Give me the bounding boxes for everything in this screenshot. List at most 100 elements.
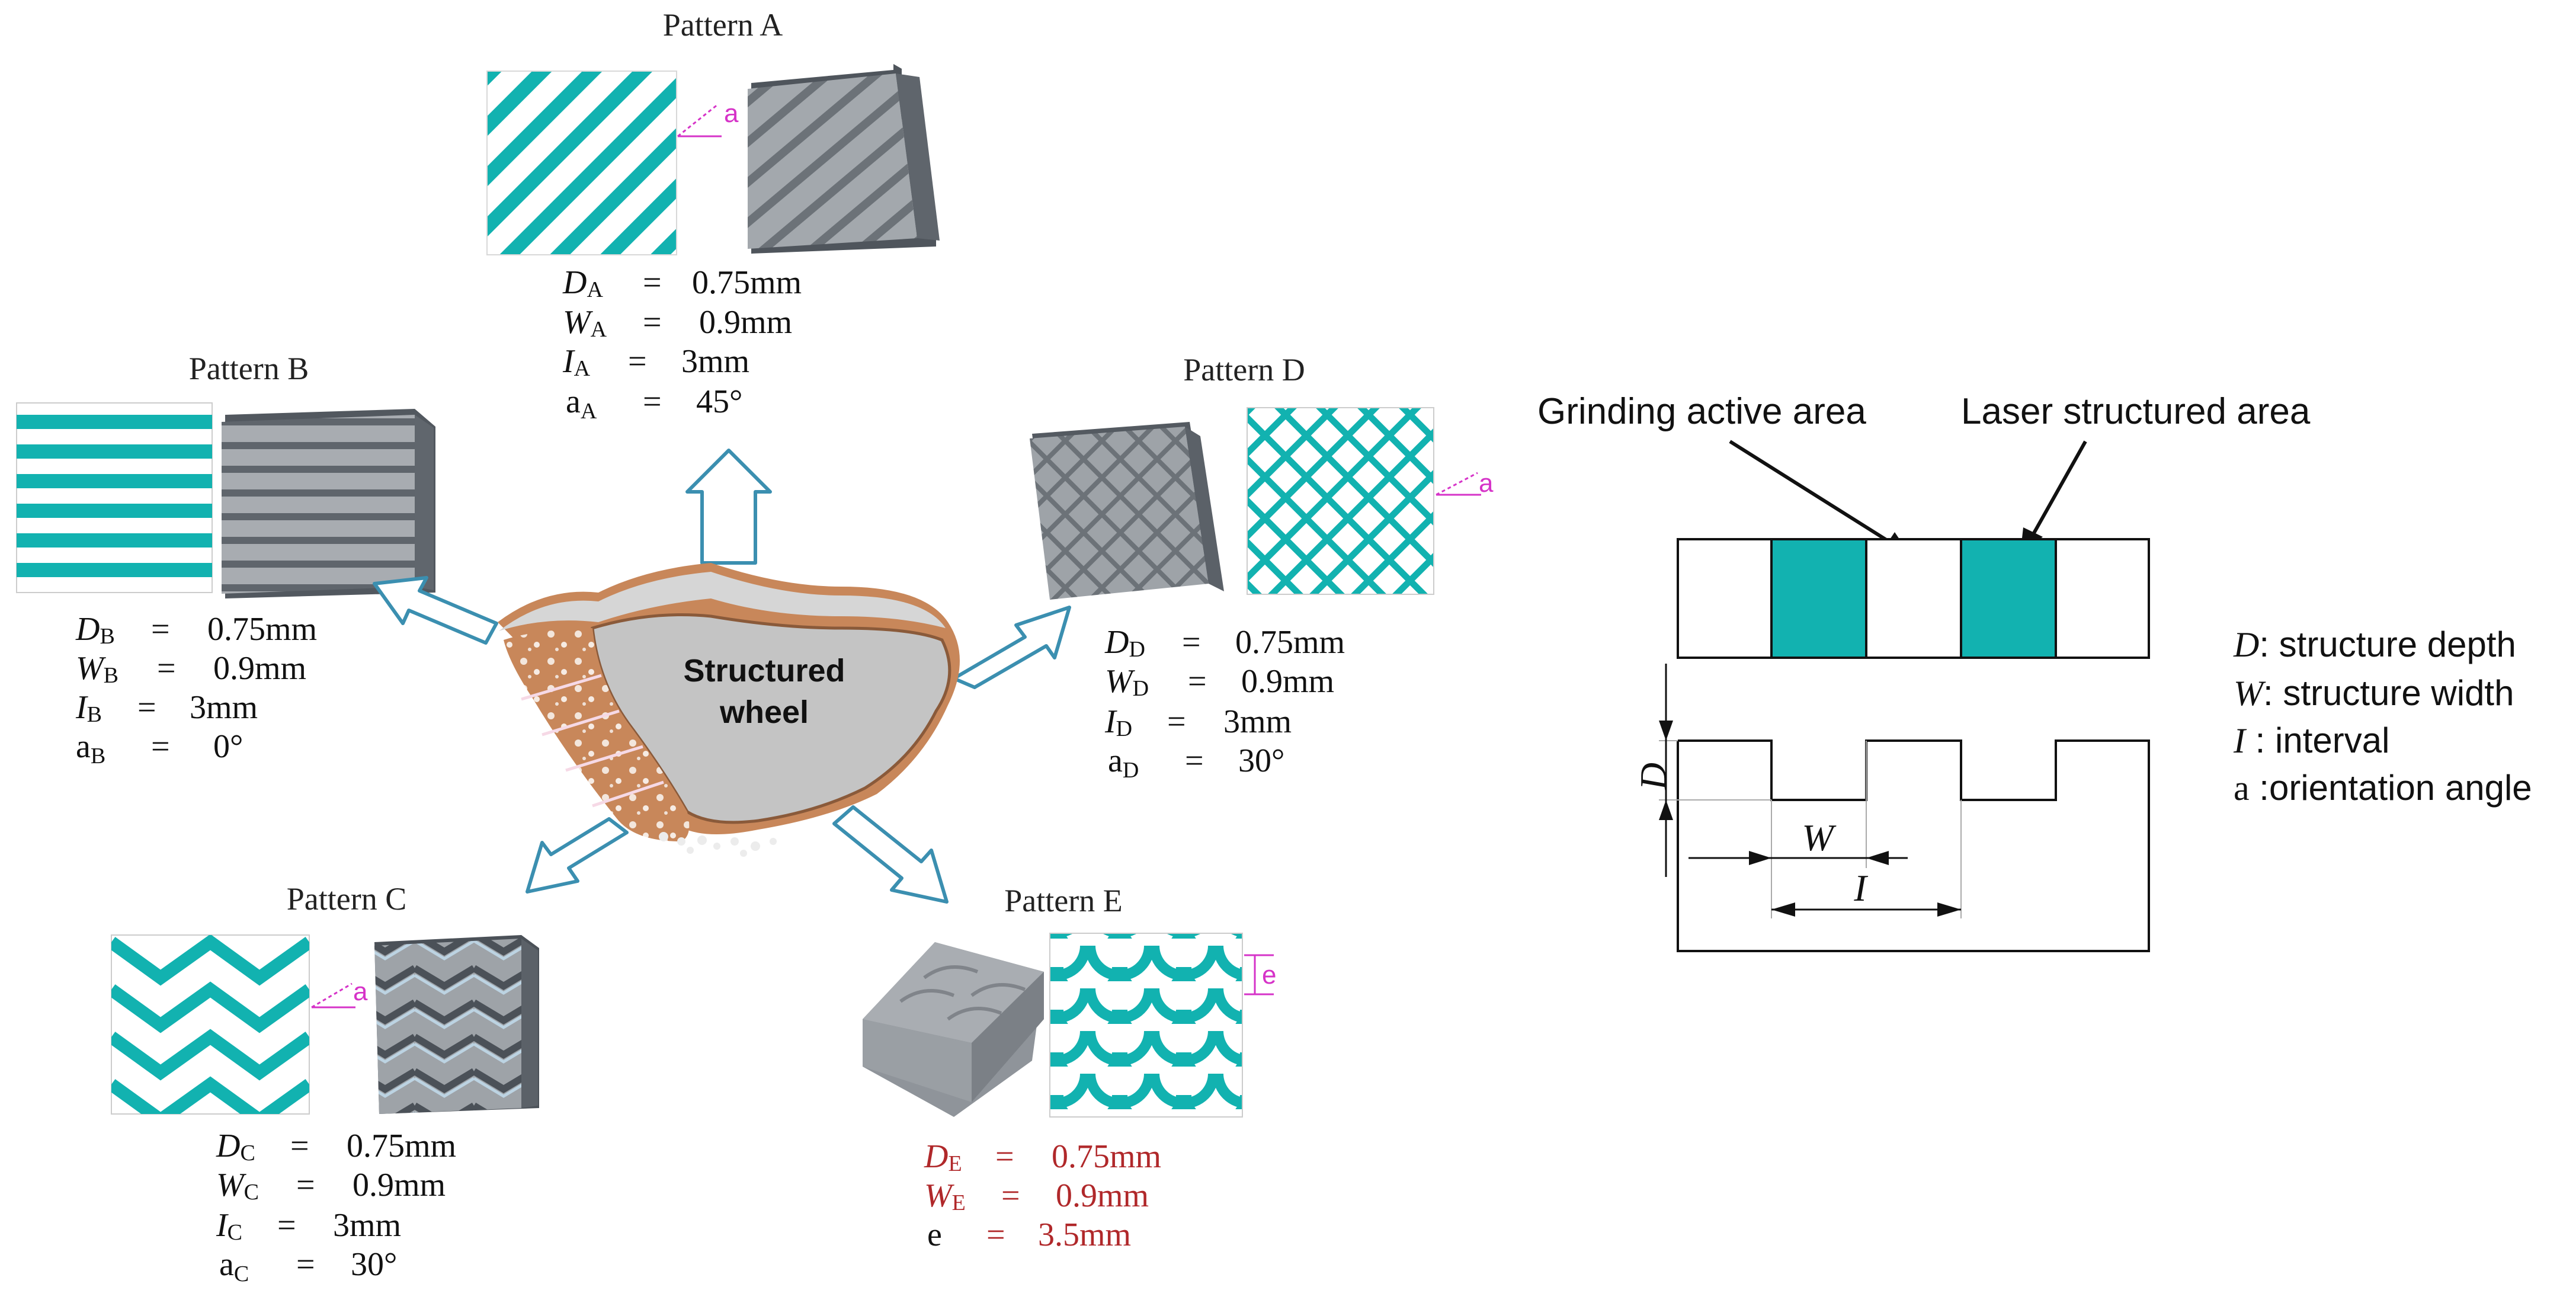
svg-text:=: = — [137, 689, 156, 726]
svg-text:0.9mm: 0.9mm — [353, 1167, 446, 1203]
pattern-b-3d-block — [222, 409, 435, 598]
svg-text:=: = — [986, 1216, 1005, 1253]
legend-item: W: structure width — [2234, 673, 2514, 713]
svg-text:=: = — [151, 728, 170, 765]
arrow-to-pattern-e — [832, 805, 949, 904]
dimension-i: I — [1771, 800, 1962, 918]
svg-text:IA: IA — [562, 343, 591, 381]
svg-text:=: = — [628, 343, 647, 380]
pattern-c-params: DC = 0.75mm WC = 0.9mm IC = 3mm aC = 30° — [216, 1128, 456, 1286]
param-row: WA = 0.9mm — [563, 304, 792, 342]
param-row: WB = 0.9mm — [76, 650, 306, 688]
svg-text:=: = — [1001, 1177, 1020, 1214]
svg-text:ID: ID — [1104, 703, 1132, 741]
pattern-e-title: Pattern E — [1004, 883, 1122, 918]
param-row: IA = 3mm — [562, 343, 749, 381]
dimension-i-label: I — [1853, 867, 1868, 909]
pattern-c-3d-block — [374, 935, 539, 1114]
dimension-d: D — [1632, 664, 1674, 877]
svg-text:aC: aC — [219, 1246, 249, 1286]
svg-text:WE: WE — [924, 1177, 966, 1215]
svg-text:45°: 45° — [696, 383, 742, 420]
param-row: aA = 45° — [566, 383, 742, 424]
param-row: IC = 3mm — [216, 1207, 401, 1245]
svg-text:30°: 30° — [351, 1246, 397, 1283]
param-row: DC = 0.75mm — [216, 1128, 456, 1166]
param-row: WE = 0.9mm — [924, 1177, 1149, 1215]
svg-text:0.75mm: 0.75mm — [347, 1128, 456, 1164]
dimension-w-label: W — [1802, 817, 1837, 859]
arrow-to-pattern-b — [373, 576, 498, 645]
svg-text:0.75mm: 0.75mm — [207, 611, 317, 648]
param-row: aB = 0° — [76, 728, 243, 769]
svg-text:aB: aB — [76, 728, 105, 769]
dimension-d-label: D — [1632, 763, 1674, 790]
pattern-d-angle-label: a — [1479, 469, 1494, 498]
svg-text:0.75mm: 0.75mm — [692, 264, 802, 301]
callout-grinding-active-area: Grinding active area — [1537, 391, 1866, 432]
pattern-e-spacing-label: e — [1262, 961, 1276, 990]
svg-text:aA: aA — [566, 383, 597, 424]
svg-text:WC: WC — [216, 1167, 259, 1205]
pattern-a-angle-label: a — [724, 99, 739, 128]
svg-text:DC: DC — [216, 1128, 255, 1166]
pattern-c-angle-marker: a — [311, 977, 368, 1009]
pattern-d: Pattern D a DD = 0.75mm WD = 0.9mm — [1030, 352, 1494, 783]
dimension-w: W — [1689, 741, 1908, 868]
param-row: aC = 30° — [219, 1246, 397, 1286]
param-row: IB = 3mm — [75, 689, 258, 727]
pattern-e-spacing-marker: e — [1244, 954, 1276, 995]
svg-text:30°: 30° — [1238, 742, 1284, 779]
svg-text:=: = — [1185, 742, 1204, 779]
svg-text:3mm: 3mm — [681, 343, 749, 380]
pattern-b-title: Pattern B — [189, 351, 309, 386]
param-row: aD = 30° — [1108, 742, 1284, 783]
svg-text:DE: DE — [924, 1138, 962, 1176]
svg-text:3mm: 3mm — [190, 689, 258, 726]
svg-text:3.5mm: 3.5mm — [1038, 1216, 1131, 1253]
svg-text:aD: aD — [1108, 742, 1139, 783]
wheel-surface-schematic: Grinding active area Laser structured ar… — [1537, 391, 2532, 952]
svg-text:0.9mm: 0.9mm — [699, 304, 792, 341]
svg-text:=: = — [643, 304, 662, 341]
svg-text:=: = — [296, 1246, 315, 1283]
pattern-d-title: Pattern D — [1183, 352, 1305, 388]
param-row: e = 3.5mm — [927, 1216, 1131, 1253]
svg-text:DD: DD — [1104, 624, 1145, 662]
wheel-label-line2: wheel — [719, 694, 809, 730]
pattern-e-params: DE = 0.75mm WE = 0.9mm e = 3.5mm — [924, 1138, 1161, 1253]
legend-item: I : interval — [2233, 721, 2389, 760]
legend-item: D: structure depth — [2233, 625, 2516, 664]
svg-text:=: = — [1182, 624, 1201, 661]
svg-text:WB: WB — [76, 650, 118, 688]
svg-text:0.9mm: 0.9mm — [213, 650, 306, 687]
laser-structured-band — [1960, 538, 2057, 659]
pattern-c-angle-label: a — [353, 977, 368, 1006]
param-row: DD = 0.75mm — [1104, 624, 1345, 662]
svg-text:=: = — [1167, 703, 1186, 740]
param-row: WC = 0.9mm — [216, 1167, 446, 1205]
pattern-a-title: Pattern A — [663, 7, 783, 43]
pattern-d-params: DD = 0.75mm WD = 0.9mm ID = 3mm aD = 30° — [1104, 624, 1345, 783]
arrow-to-pattern-a — [685, 449, 772, 565]
arrow-to-pattern-d — [952, 606, 1071, 689]
svg-text:IC: IC — [216, 1207, 242, 1245]
legend-item: a :orientation angle — [2234, 768, 2532, 808]
pattern-c: Pattern C a DC = 0.75mm — [111, 881, 539, 1286]
callout-laser-structured-area: Laser structured area — [1961, 391, 2311, 432]
svg-text:0°: 0° — [213, 728, 243, 765]
svg-text:=: = — [290, 1128, 309, 1164]
pattern-b-2d-image — [16, 402, 213, 593]
pattern-a-2d-image — [486, 71, 677, 255]
pattern-d-angle-marker: a — [1436, 469, 1494, 498]
structured-wheel: Structured wheel — [498, 563, 960, 857]
callout-arrow-laser — [2020, 440, 2087, 554]
svg-text:0.9mm: 0.9mm — [1056, 1177, 1149, 1214]
param-row: WD = 0.9mm — [1105, 663, 1334, 701]
pattern-a-angle-marker: a — [677, 99, 739, 137]
svg-text:IB: IB — [75, 689, 102, 727]
svg-text:=: = — [1188, 663, 1207, 700]
svg-text:0.75mm: 0.75mm — [1052, 1138, 1161, 1175]
svg-text:DB: DB — [75, 611, 115, 649]
pattern-a-3d-block — [748, 64, 940, 254]
